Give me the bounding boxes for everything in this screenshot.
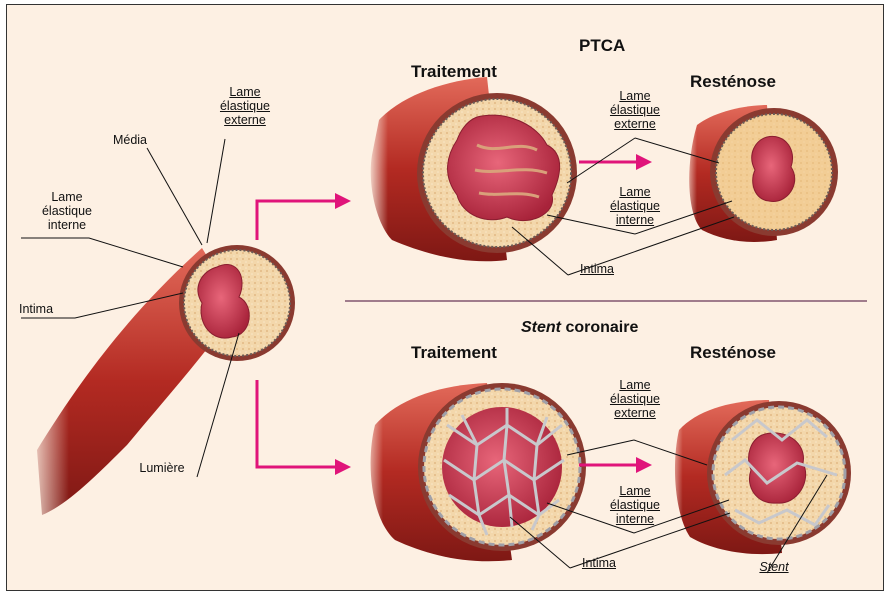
label-lame-externe-left: Lame élastique externe <box>205 85 285 127</box>
label-media: Média <box>105 133 155 147</box>
label-lame-interne-left: Lame élastique interne <box>27 190 107 232</box>
label-lame-externe-bottom: Lame élastique externe <box>595 378 675 420</box>
stent-restenosis-vessel <box>667 395 851 560</box>
label-intima-bottom: Intima <box>569 556 629 570</box>
label-lumiere: Lumière <box>127 461 197 475</box>
figure-frame: PTCA Traitement Resténose Stent coronair… <box>6 4 884 591</box>
stent-treatment-vessel <box>362 380 586 565</box>
ptca-restenosis-vessel <box>683 100 838 250</box>
main-vessel <box>27 245 295 525</box>
ptca-treatment-vessel <box>367 75 577 275</box>
title-traitement-bottom: Traitement <box>411 343 497 363</box>
label-intima-left: Intima <box>19 302 53 316</box>
label-intima-top: Intima <box>567 262 627 276</box>
artery-illustration <box>7 5 883 590</box>
label-lame-interne-top: Lame élastique interne <box>595 185 675 227</box>
title-stent-word: Stent <box>521 319 561 336</box>
label-stent: Stent <box>749 560 799 574</box>
label-lame-interne-bottom: Lame élastique interne <box>595 484 675 526</box>
title-stent-coronaire: Stent coronaire <box>521 319 638 337</box>
arrow-to-stent <box>257 380 337 467</box>
label-lame-externe-top: Lame élastique externe <box>595 89 675 131</box>
title-stent-rest: coronaire <box>561 319 638 336</box>
title-traitement-top: Traitement <box>411 62 497 82</box>
title-restenose-bottom: Resténose <box>690 343 776 363</box>
title-ptca: PTCA <box>579 36 625 56</box>
title-restenose-top: Resténose <box>690 72 776 92</box>
arrow-to-ptca <box>257 201 337 240</box>
